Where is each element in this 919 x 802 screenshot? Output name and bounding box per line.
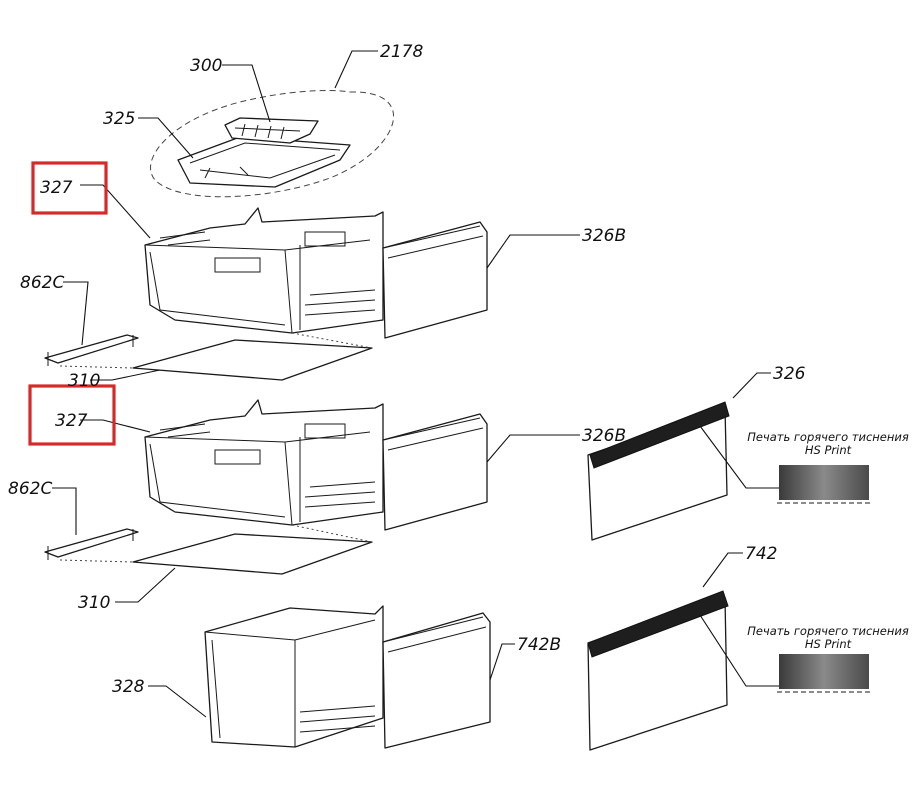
label-862c-mid: 862C bbox=[8, 479, 52, 499]
label-326: 326 bbox=[773, 364, 806, 384]
note-print-326-line2: HS Print bbox=[805, 443, 852, 457]
hs-print-swatch-326 bbox=[699, 425, 872, 504]
label-310-top: 310 bbox=[68, 371, 100, 391]
label-327-top: 327 bbox=[40, 178, 73, 198]
drawer-327-top bbox=[144, 207, 384, 334]
highlight-box-327-mid bbox=[28, 384, 116, 446]
front-panel-326b-mid bbox=[382, 413, 488, 531]
drawer-328-bottom bbox=[204, 605, 384, 748]
handle-862c-top bbox=[44, 334, 139, 366]
glass-shelf-310-mid bbox=[132, 533, 373, 575]
label-326b-top: 326B bbox=[582, 226, 626, 246]
label-300: 300 bbox=[190, 56, 222, 76]
label-325: 325 bbox=[103, 109, 135, 129]
note-print-742-line2: HS Print bbox=[805, 637, 852, 651]
label-2178: 2178 bbox=[380, 42, 423, 62]
label-862c-top: 862C bbox=[20, 273, 64, 293]
note-print-742-line1: Печать горячего тиснения bbox=[747, 624, 909, 638]
highlight-box-327-top bbox=[31, 161, 108, 215]
egg-tray-300 bbox=[224, 117, 319, 144]
tray-group-2178 bbox=[150, 89, 394, 198]
note-print-326-line1: Печать горячего тиснения bbox=[747, 430, 909, 444]
handle-862c-mid bbox=[44, 528, 139, 560]
glass-shelf-310-top bbox=[132, 339, 373, 381]
label-742b: 742B bbox=[517, 635, 561, 655]
panel-742 bbox=[587, 590, 729, 751]
drawer-327-mid bbox=[144, 399, 384, 526]
label-327-mid: 327 bbox=[55, 411, 88, 431]
panel-326 bbox=[587, 401, 730, 541]
hs-print-swatch-742 bbox=[699, 614, 872, 693]
front-panel-742b bbox=[382, 612, 491, 749]
leader-lines bbox=[52, 50, 771, 718]
front-panel-326b-top bbox=[382, 221, 488, 339]
label-328: 328 bbox=[112, 677, 145, 697]
label-326b-mid: 326B bbox=[582, 426, 626, 446]
label-310-mid: 310 bbox=[78, 593, 110, 613]
label-742: 742 bbox=[745, 544, 777, 564]
ice-tray-325 bbox=[177, 136, 351, 188]
